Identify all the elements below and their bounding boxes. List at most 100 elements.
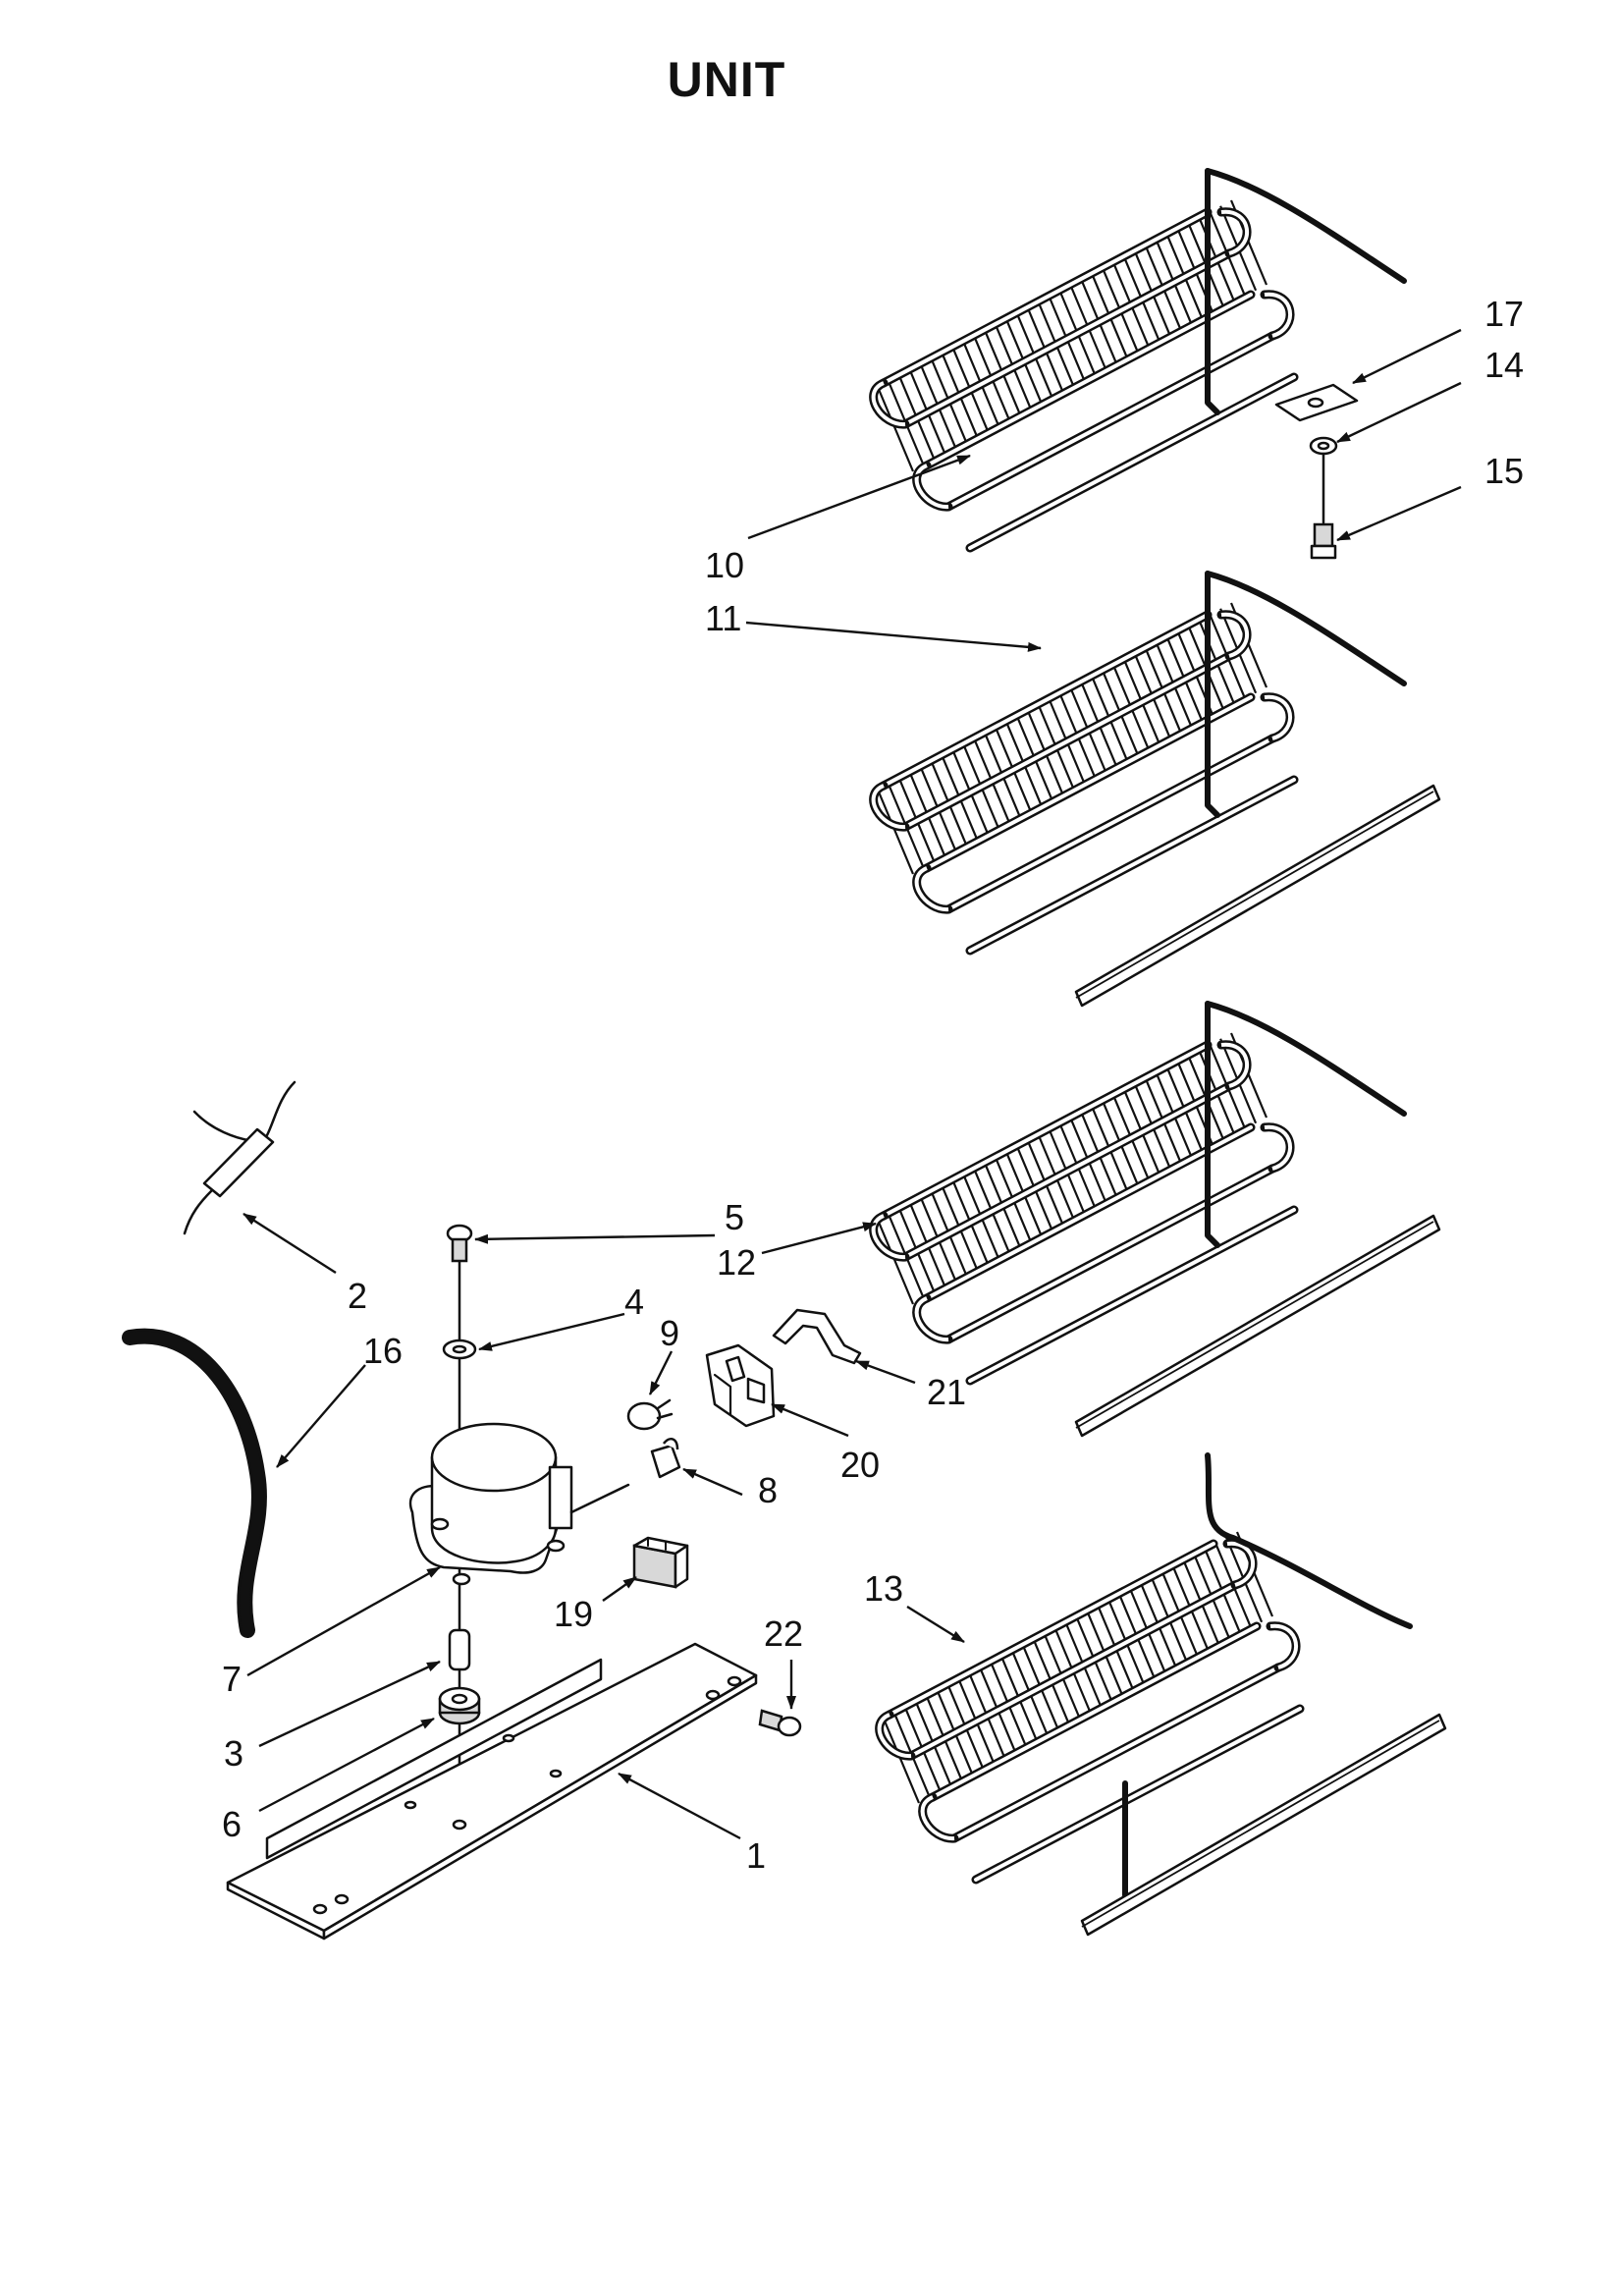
coil-u-bend-highlight [871, 1214, 906, 1260]
callout-labels: 17 14 15 10 11 5 12 2 4 9 16 21 20 8 13 … [222, 294, 1524, 1876]
coil-u-bend-highlight [1220, 209, 1249, 255]
coil-assemblies [869, 168, 1447, 1937]
relay-part-8 [650, 1437, 681, 1479]
coil-u-bend [912, 863, 953, 914]
washer-part-14 [1309, 436, 1338, 524]
screw-part-15 [1310, 522, 1337, 560]
coil-u-bend-highlight [914, 464, 949, 510]
leader-lines [243, 328, 1462, 1840]
coil-tube-run-highlight [925, 695, 1253, 870]
coil-u-bend-highlight [1264, 1124, 1292, 1171]
coil-tube-run-highlight [946, 334, 1274, 509]
base-plate-part-1 [226, 1642, 758, 1941]
coil-u-bend [875, 1710, 916, 1761]
coil-fin [876, 386, 915, 472]
coil-tube-run-highlight [968, 375, 1296, 550]
callout-8: 8 [758, 1470, 778, 1510]
condenser-coil-part-12 [869, 1001, 1441, 1438]
coil-tube-run-highlight [903, 654, 1231, 829]
coil-outlet-tube [1205, 1001, 1220, 1248]
coil-u-bend-highlight [914, 866, 949, 912]
coil-u-bend [912, 461, 953, 512]
callout-13: 13 [864, 1568, 903, 1609]
callout-7: 7 [222, 1659, 242, 1699]
callout-4: 4 [624, 1282, 644, 1322]
coil-return-tube [1205, 168, 1407, 284]
coil-tube-run-highlight [882, 1043, 1210, 1218]
thermistor-part-2 [183, 1080, 297, 1235]
coil-tube-run-highlight [903, 1084, 1231, 1259]
evaporator-coil-part-10 [869, 168, 1407, 553]
coil-tube-run-highlight [931, 1624, 1259, 1799]
callout-2: 2 [348, 1276, 367, 1316]
callout-5: 5 [725, 1197, 744, 1237]
callout-14: 14 [1484, 345, 1524, 385]
condenser-coil-part-13 [875, 1452, 1447, 1937]
callout-3: 3 [224, 1733, 243, 1774]
coil-u-bend-highlight [1220, 1042, 1249, 1088]
coil-tube-run-highlight [952, 1666, 1280, 1840]
coil-outlet-tube [1205, 571, 1220, 818]
washer-part-4 [442, 1339, 477, 1360]
relay-cover-part-20 [705, 1343, 776, 1428]
tube-part-16 [122, 1328, 267, 1638]
coil-u-bend [912, 1293, 953, 1344]
callout-20: 20 [840, 1445, 880, 1485]
coil-tube-run-highlight [888, 1542, 1215, 1717]
coil-fin [882, 1718, 921, 1804]
coil-tube-run-highlight [968, 778, 1296, 953]
grommet-sleeve-part-3 [448, 1628, 471, 1671]
coil-u-bend-highlight [1264, 292, 1292, 338]
coil-u-bend-highlight [877, 1713, 912, 1759]
coil-rail-edge [1075, 791, 1434, 999]
coil-fin [876, 1219, 915, 1305]
callout-10: 10 [705, 545, 744, 585]
coil-u-bend-highlight [1220, 612, 1249, 658]
coil-tube-run-highlight [974, 1707, 1302, 1882]
condenser-coil-part-11 [869, 571, 1441, 1008]
callout-16: 16 [363, 1331, 403, 1371]
coil-rail-edge [1081, 1720, 1440, 1928]
compressor [408, 1422, 630, 1586]
coil-tube-run-highlight [909, 1583, 1237, 1758]
clip-part-21 [772, 1308, 862, 1365]
coil-u-bend-highlight [871, 784, 906, 830]
coil-u-bend [918, 1792, 959, 1843]
diagram-title: UNIT [667, 52, 786, 107]
callout-21: 21 [927, 1372, 966, 1412]
callout-15: 15 [1484, 451, 1524, 491]
coil-return-tube [1205, 571, 1407, 686]
coil-tube-run-highlight [925, 1125, 1253, 1300]
callout-12: 12 [717, 1242, 756, 1283]
capacitor-part-19 [632, 1536, 689, 1589]
coil-u-bend [869, 378, 910, 429]
coil-return-tube [1205, 1001, 1407, 1117]
coil-tube-run-highlight [882, 210, 1210, 385]
callout-11: 11 [705, 598, 741, 638]
callout-9: 9 [660, 1313, 679, 1353]
coil-u-bend-highlight [1264, 694, 1292, 740]
screw-part-22 [758, 1709, 802, 1737]
coil-u-bend-highlight [871, 381, 906, 427]
coil-u-bend-highlight [914, 1296, 949, 1342]
coil-fin [876, 789, 915, 875]
coil-u-bend-highlight [1226, 1541, 1255, 1587]
grommet-part-6 [438, 1686, 481, 1725]
coil-u-bend-highlight [1269, 1623, 1298, 1669]
coil-tube-run-highlight [968, 1208, 1296, 1383]
coil-u-bend-highlight [920, 1795, 955, 1841]
callout-1: 1 [746, 1835, 766, 1876]
callout-17: 17 [1484, 294, 1524, 334]
callout-19: 19 [554, 1594, 593, 1634]
overload-part-9 [626, 1398, 674, 1431]
coil-tube-run-highlight [882, 613, 1210, 788]
coil-u-bend [869, 1211, 910, 1262]
bracket-part-17 [1274, 383, 1359, 422]
callout-22: 22 [764, 1613, 803, 1654]
coil-tube-run-highlight [946, 1167, 1274, 1341]
coil-outlet-tube [1205, 168, 1220, 415]
compressor-mount-column [408, 1224, 630, 1829]
callout-6: 6 [222, 1804, 242, 1844]
